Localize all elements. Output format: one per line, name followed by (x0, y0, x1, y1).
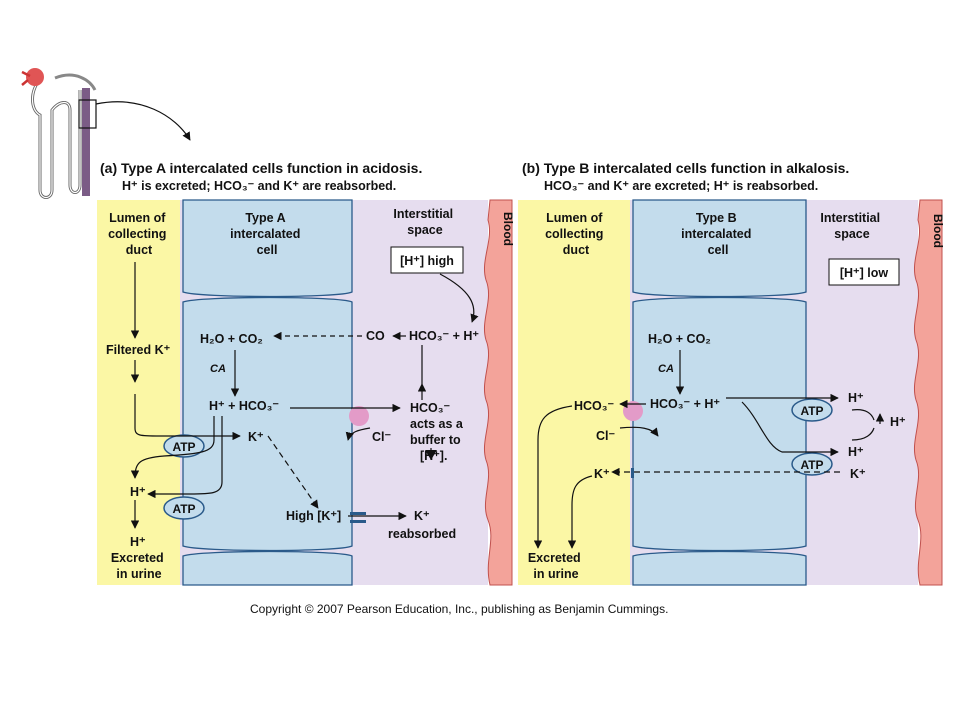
panel-a-filtered-k: Filtered K⁺ (106, 343, 171, 357)
panel-b-h-plus-top: H⁺ (848, 391, 864, 405)
panel-a-h-high-text: [H⁺] high (400, 254, 454, 268)
panel-a-h-hco3: H⁺ + HCO₃⁻ (209, 399, 279, 413)
panel-b-blood-label: Blood (931, 214, 945, 248)
panel-b-h-plus-bottom: H⁺ (848, 445, 864, 459)
panel-a-cell (182, 296, 353, 552)
panel-b-h-low-box (828, 258, 900, 286)
panel-b-k-interstitial: K⁺ (850, 467, 866, 481)
panel-b-k-channel (631, 468, 634, 478)
panel-a-co: CO (366, 329, 385, 343)
svg-text:Type A intercalated: Type A intercalated cell (230, 211, 304, 257)
panel-a-h-high-box (390, 246, 464, 274)
panel-b-cell-label-3: cell (708, 243, 729, 257)
copyright-notice: Copyright © 2007 Pearson Education, Inc.… (250, 602, 669, 616)
panel-a-atp-pump-2 (163, 496, 205, 520)
panel-b-cell-label-2: intercalated (681, 227, 751, 241)
panel-b-atp-pump-2 (791, 452, 833, 476)
panel-a-cell-label-1: Type A (245, 211, 285, 225)
nephron-thumbnail (21, 68, 191, 199)
svg-text:Interstitial space: Interstitial space (393, 207, 456, 237)
panel-b-atp-2: ATP (800, 458, 823, 472)
panel-a-buffer-2: acts as a (410, 417, 464, 431)
panel-b-excreted-2: in urine (533, 567, 578, 581)
panel-b-diagram: Blood Lumen of collecting duct Type B in… (518, 199, 945, 586)
svg-text:Excreted in urine: Excreted in urine (528, 551, 584, 581)
panel-b-chloride-exchanger (623, 401, 643, 421)
panel-a-h2o-co2: H₂O + CO₂ (200, 332, 263, 346)
panel-a-h-plus-1: H⁺ (130, 485, 146, 499)
panel-b-lumen-label-2: collecting (545, 227, 603, 241)
panel-a-buffer-3: buffer to (410, 433, 461, 447)
panel-b-title: (b) Type B intercalated cells function i… (522, 160, 850, 176)
panel-b-cell (632, 296, 807, 552)
panel-b-h-plus-blood: H⁺ (890, 415, 906, 429)
panel-b-ca: CA (658, 363, 674, 375)
panel-a-buffer-1: HCO₃⁻ (410, 401, 451, 415)
panel-b-lumen-region (518, 200, 630, 585)
panel-b-h-low-text: [H⁺] low (840, 266, 889, 280)
panel-b-cell-label-1: Type B (696, 211, 737, 225)
svg-text:HCO₃⁻ acts as a bu: HCO₃⁻ acts as a buffer to [H⁺]. (410, 401, 466, 463)
svg-text:Excreted in urine: Excreted in urine (111, 551, 167, 581)
panel-b-hco3-h: HCO₃⁻ + H⁺ (650, 397, 720, 411)
panel-a-atp-1: ATP (172, 440, 195, 454)
panel-b-k-lumen: K⁺ (594, 467, 610, 481)
panel-a-ca: CA (210, 363, 226, 375)
panel-b-atp-1: ATP (800, 404, 823, 418)
panel-b-lumen-label-1: Lumen of (546, 211, 603, 225)
panel-a-blood-region (484, 199, 513, 586)
panel-a-excreted-2: in urine (116, 567, 161, 581)
svg-text:Interstitial space: Interstitial space (820, 211, 883, 241)
panel-a-k-channel (350, 512, 366, 515)
panel-a-title: (a) Type A intercalated cells function i… (100, 160, 423, 176)
panel-b-excreted-1: Excreted (528, 551, 581, 565)
panel-b-interstitial-label-1: Interstitial (820, 211, 880, 225)
panel-b-subtitle: HCO₃⁻ and K⁺ are excreted; H⁺ is reabsor… (544, 179, 819, 193)
panel-a-hco3-h: HCO₃⁻ + H⁺ (409, 329, 479, 343)
panel-a-blood-label: Blood (501, 212, 515, 246)
panel-a-lumen-label-1: Lumen of (109, 211, 166, 225)
panel-a-excreted-1: Excreted (111, 551, 164, 565)
panel-a-caption: (a) Type A intercalated cells function i… (100, 160, 422, 193)
panel-a-atp-2: ATP (172, 502, 195, 516)
panel-a-subtitle: H⁺ is excreted; HCO₃⁻ and K⁺ are reabsor… (122, 179, 397, 193)
panel-a-lumen-label-3: duct (126, 243, 153, 257)
panel-b-cl: Cl⁻ (596, 429, 616, 443)
svg-text:Type B intercalated: Type B intercalated cell (681, 211, 755, 257)
panel-b-lumen-label-3: duct (563, 243, 590, 257)
panel-a-cl: Cl⁻ (372, 430, 392, 444)
panel-a-diagram: Blood Lumen of collecting duct Type A in… (97, 199, 515, 586)
panel-a-high-k: High [K⁺] (286, 509, 341, 523)
panel-a-chloride-exchanger (349, 406, 369, 426)
panel-a-lumen-label-2: collecting (108, 227, 166, 241)
panel-b-blood-region (914, 199, 943, 586)
panel-a-lumen-region (97, 200, 180, 585)
panel-a-interstitial-label-2: space (407, 223, 442, 237)
panel-a-cell-label-3: cell (257, 243, 278, 257)
panel-a-h-plus-2: H⁺ (130, 535, 146, 549)
panel-b-caption: (b) Type B intercalated cells function i… (522, 160, 849, 193)
svg-text:Lumen of collecting: Lumen of collecting duct (108, 211, 170, 257)
panel-b-interstitial-label-2: space (834, 227, 869, 241)
panel-b-hco3-lumen: HCO₃⁻ (574, 399, 615, 413)
panel-a-atp-pump-1 (163, 434, 205, 458)
panel-a-interstitial-label-1: Interstitial (393, 207, 453, 221)
glomerulus-icon (26, 68, 44, 86)
panel-a-k-reabsorbed-2: reabsorbed (388, 527, 456, 541)
panel-b-h2o-co2: H₂O + CO₂ (648, 332, 711, 346)
zoom-box (78, 99, 97, 129)
panel-a-cell-label-2: intercalated (230, 227, 300, 241)
panel-a-k-plus: K⁺ (248, 430, 264, 444)
svg-text:Lumen of collecting: Lumen of collecting duct (545, 211, 607, 257)
panel-b-atp-pump-1 (791, 398, 833, 422)
panel-a-k-reabsorbed-1: K⁺ (414, 509, 430, 523)
